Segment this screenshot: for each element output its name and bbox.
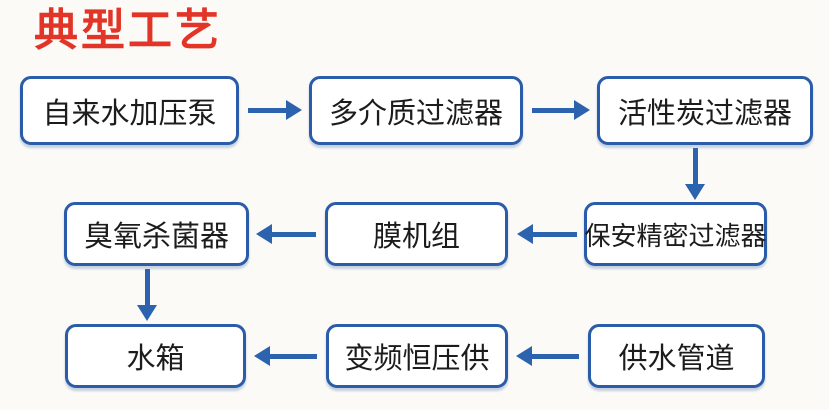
node-vfd-constant-pressure-supply: 变频恒压供 (326, 324, 508, 388)
node-water-supply-pipeline: 供水管道 (588, 324, 765, 388)
flow-arrow-left-icon (256, 224, 316, 244)
node-water-tank: 水箱 (65, 324, 246, 388)
flow-arrow-left-icon (254, 346, 317, 366)
node-tap-water-pump: 自来水加压泵 (20, 76, 239, 145)
node-multi-media-filter: 多介质过滤器 (309, 76, 523, 145)
node-security-precision-filter: 保安精密过滤器 (584, 202, 767, 266)
flow-arrow-left-icon (517, 224, 577, 244)
flow-arrow-down-icon (137, 269, 157, 321)
flow-arrow-down-icon (685, 148, 705, 200)
flow-arrow-right-icon (248, 100, 302, 120)
node-activated-carbon-filter: 活性炭过滤器 (597, 76, 813, 145)
flow-arrow-right-icon (532, 100, 590, 120)
node-membrane-unit: 膜机组 (325, 202, 508, 266)
diagram-title: 典型工艺 (34, 6, 222, 55)
node-ozone-sterilizer: 臭氧杀菌器 (64, 202, 249, 266)
flow-arrow-left-icon (516, 346, 579, 366)
